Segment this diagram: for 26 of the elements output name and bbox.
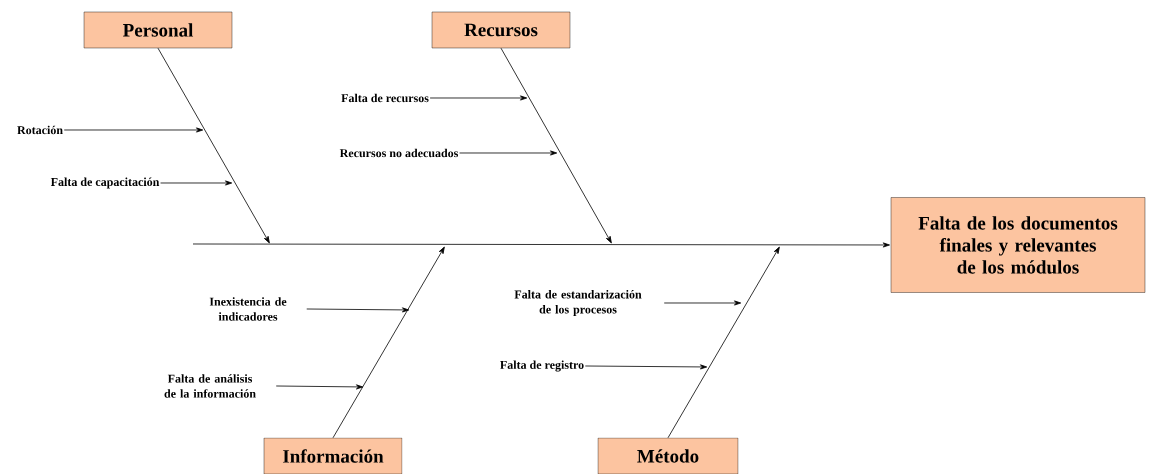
category-box: Recursos [431, 11, 571, 49]
cause-label: Falta de registro [500, 360, 584, 372]
cause-label: Inexistencia de indicadores [209, 297, 287, 321]
cause-label: Recursos no adecuados [339, 148, 459, 158]
cause-label: Rotación [17, 125, 63, 135]
arrow [63, 127, 204, 133]
cause-label: Falta de capacitación [50, 177, 160, 189]
arrow [332, 246, 445, 439]
arrow [306, 307, 410, 313]
category-box: Método [597, 437, 739, 474]
arrow [459, 150, 558, 156]
arrow [275, 384, 364, 390]
arrow [429, 95, 528, 101]
arrow [157, 47, 270, 244]
arrow [584, 364, 708, 370]
arrow [192, 242, 890, 248]
cause-label: Falta de recursos [341, 93, 429, 103]
effect-box: Falta de los documentos finales y relevantes de los módulos [890, 197, 1146, 293]
arrow [500, 47, 612, 244]
cause-label: Falta de estandarización de los procesos [514, 290, 642, 316]
arrow [663, 300, 742, 306]
category-box: Personal [83, 11, 233, 49]
cause-label: Falta de análisis de la información [164, 374, 256, 398]
arrow [667, 246, 780, 439]
category-box: Información [263, 437, 403, 474]
arrow [160, 180, 233, 186]
